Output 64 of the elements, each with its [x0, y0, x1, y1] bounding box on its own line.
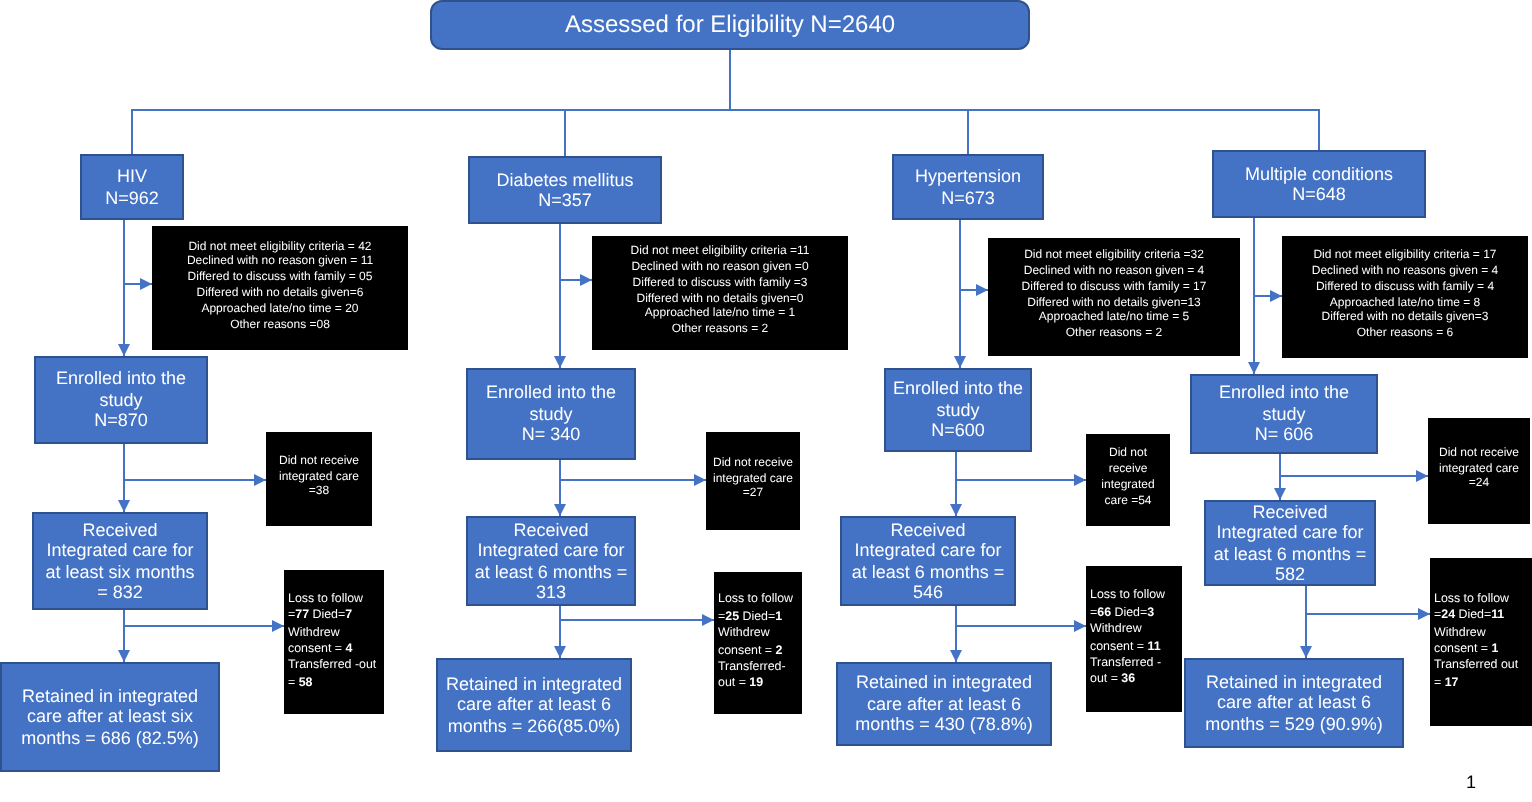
connector-line — [554, 459, 566, 517]
connector-line — [118, 443, 130, 513]
box-text: Hypertension — [914, 166, 1022, 187]
connector-line — [1274, 453, 1286, 501]
process-box — [466, 368, 636, 460]
process-box — [892, 154, 1044, 220]
exclusion-box — [1430, 558, 1532, 726]
box-text: Retained in integrated care after at least 6 months = 266(85.0%) — [444, 673, 624, 737]
process-box — [436, 658, 632, 752]
box-text: Enrolled into the study — [1216, 382, 1352, 425]
process-box — [80, 154, 184, 220]
box-text: N= 606 — [1254, 424, 1314, 446]
process-box — [32, 512, 208, 610]
box-text: Received Integrated care for at least 6 months = 313 — [474, 519, 628, 603]
box-text: HIV — [116, 166, 147, 187]
box-text: N= 340 — [521, 424, 581, 446]
box-text: N=648 — [1292, 184, 1346, 205]
box-text: Enrolled into the study — [53, 368, 189, 411]
process-box — [430, 0, 1030, 50]
process-box — [836, 662, 1052, 746]
page-number: 1 — [1466, 772, 1477, 792]
exclusion-box — [592, 236, 848, 350]
box-text: Retained in integrated care after at least 6 months = 430 (78.8%) — [853, 672, 1035, 736]
exclusion-box — [714, 572, 802, 714]
box-text: Assessed for Eligibility N=2640 — [564, 11, 896, 39]
exclusion-box — [988, 238, 1240, 356]
process-box — [1184, 658, 1404, 748]
connector-line — [954, 219, 966, 369]
connector-line — [554, 605, 566, 659]
connector-line — [554, 223, 566, 369]
box-text: Multiple conditions — [1244, 163, 1394, 184]
box-text: N=962 — [105, 187, 159, 208]
exclusion-box — [284, 570, 384, 714]
exclusion-box — [266, 432, 372, 526]
box-text: Retained in integrated care after at least 6 months = 529 (90.9%) — [1203, 671, 1385, 735]
box-text: Enrolled into the study — [483, 382, 619, 425]
box-text: N=600 — [931, 420, 985, 442]
connector-line — [1300, 585, 1312, 659]
box-text: Retained in integrated care after at least six months = 686 (82.5%) — [19, 685, 201, 749]
box-text: N=870 — [94, 410, 148, 432]
connector-line — [950, 605, 962, 663]
process-box — [34, 356, 208, 444]
exclusion-box — [1086, 434, 1170, 526]
process-box — [468, 156, 662, 224]
box-text: Received Integrated care for at least 6 months = 546 — [849, 519, 1007, 603]
exclusion-box — [1282, 236, 1528, 358]
connector-line — [1248, 217, 1260, 375]
box-text: Received Integrated care for at least 6 months = 582 — [1212, 501, 1368, 585]
box-text: N=673 — [941, 187, 995, 208]
process-box — [1212, 150, 1426, 218]
process-box — [884, 368, 1032, 452]
connector-line — [118, 609, 130, 663]
process-box — [1190, 374, 1378, 454]
box-text: Received Integrated care for at least six months = 832 — [43, 519, 197, 603]
box-text: N=357 — [538, 190, 592, 211]
exclusion-box — [706, 432, 800, 530]
box-text: Enrolled into the study — [892, 378, 1024, 421]
process-box — [0, 662, 220, 772]
exclusion-box — [1086, 566, 1182, 712]
exclusion-box — [1428, 418, 1530, 524]
box-text: Diabetes mellitus — [496, 169, 634, 190]
exclusion-box — [152, 226, 408, 350]
connector-line — [118, 219, 130, 357]
connector-line — [950, 451, 962, 517]
